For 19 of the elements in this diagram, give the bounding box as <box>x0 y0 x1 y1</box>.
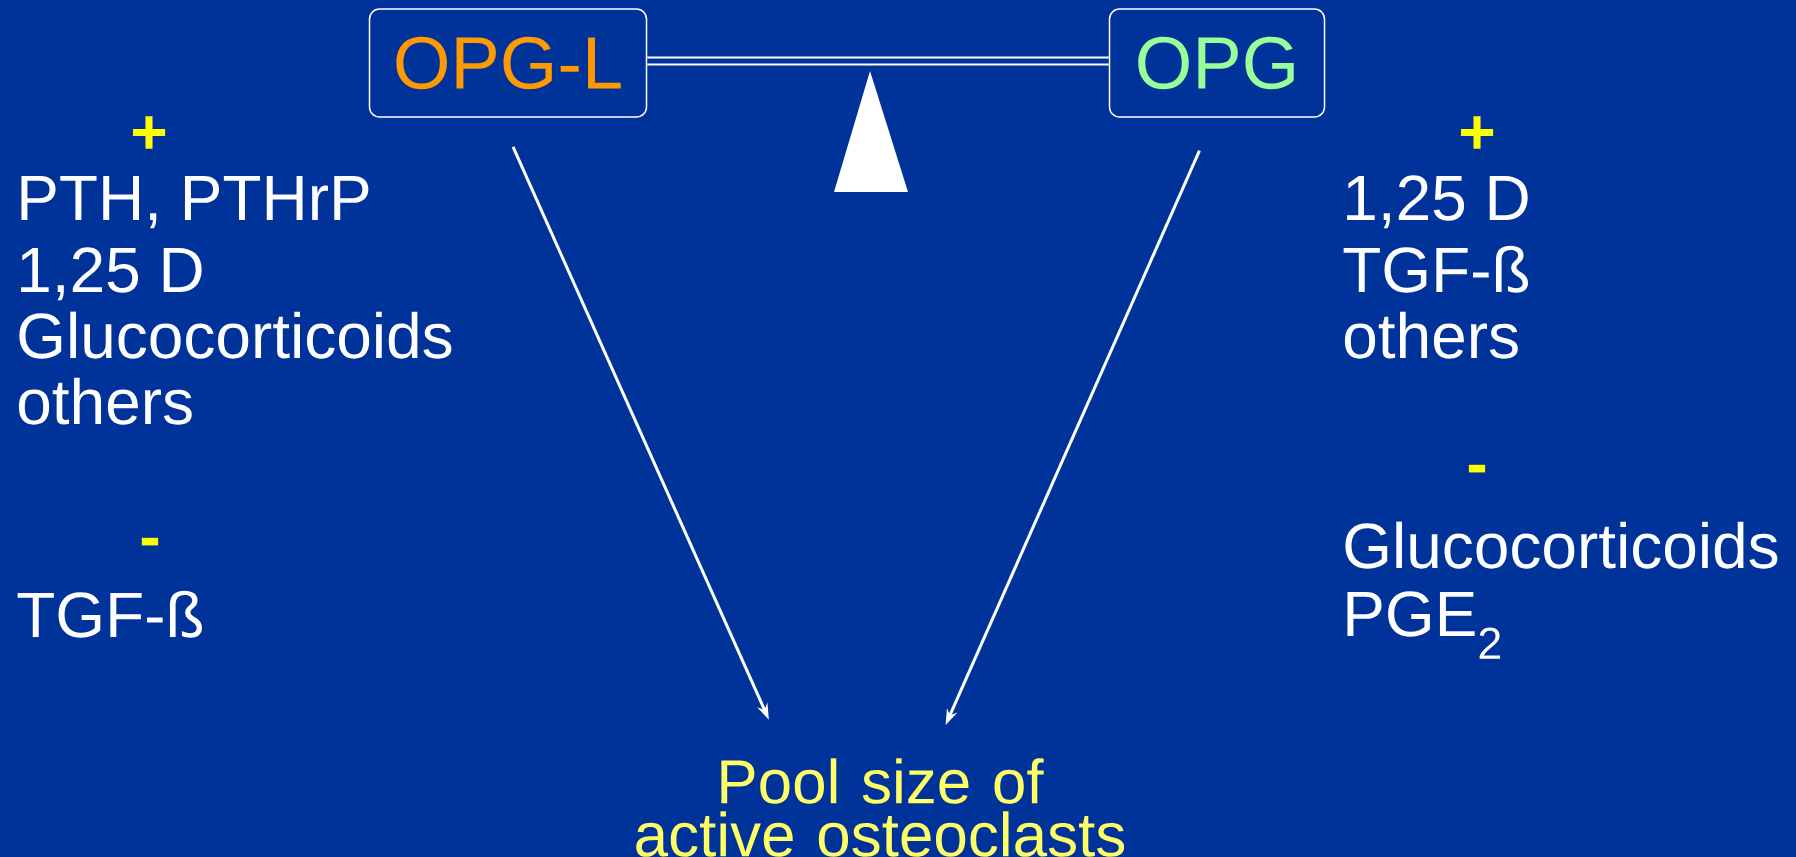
factor-label: Glucocorticoids <box>19 311 452 359</box>
double-line <box>647 56 1109 66</box>
sign-label: - <box>141 537 159 546</box>
factor-label: PGE$_{2}$ <box>1347 591 1501 659</box>
label-box: OPG-L <box>368 8 648 118</box>
label-box: OPG <box>1108 8 1326 118</box>
factor-label: TGF-ß <box>1343 245 1528 293</box>
sign-label: - <box>1468 464 1486 473</box>
sign-label: + <box>1461 116 1494 149</box>
factor-label: 1,25 D <box>21 247 202 301</box>
fulcrum-triangle <box>834 71 908 192</box>
sign-label: + <box>133 116 166 149</box>
result-text: Pool size of active osteoclasts <box>636 758 1125 857</box>
factor-label: PTH, PTHrP <box>21 175 369 229</box>
factor-label: TGF-ß <box>17 590 202 638</box>
factor-label: 1,25 D <box>1347 175 1528 229</box>
factor-label: others <box>18 377 192 425</box>
factor-label: Glucocorticoids <box>1345 521 1778 569</box>
factor-label: others <box>1344 311 1518 359</box>
